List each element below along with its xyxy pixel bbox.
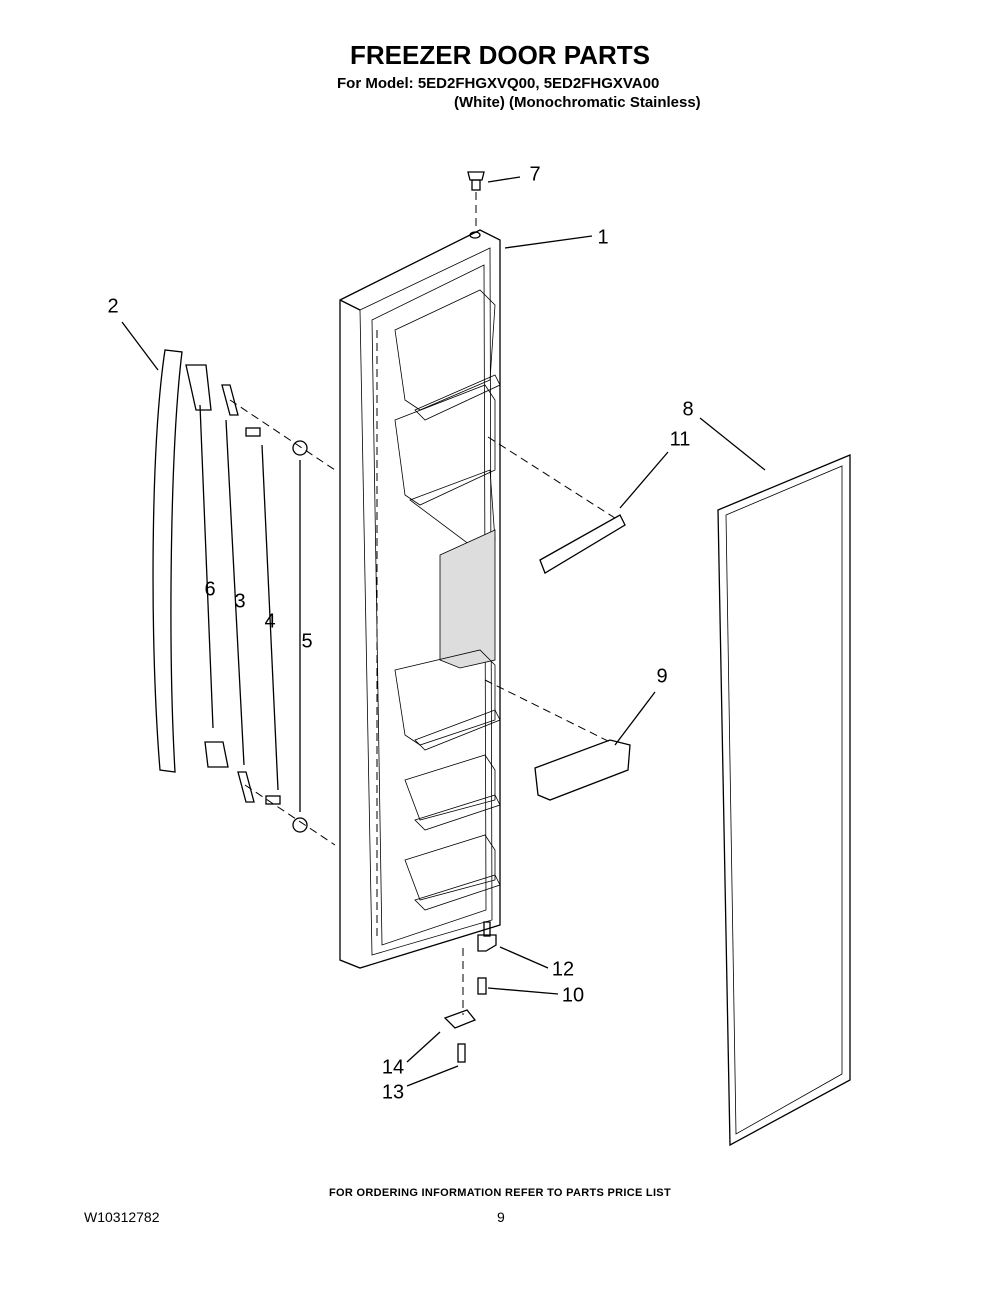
- callout-6: 6: [204, 578, 216, 601]
- door-bin: [484, 679, 631, 801]
- finish-description: (White) (Monochromatic Stainless): [454, 94, 701, 111]
- callout-8: 8: [682, 398, 694, 421]
- leader-arrows: [121, 176, 766, 1087]
- callout-7: 7: [529, 163, 541, 186]
- model-numbers: For Model: 5ED2FHGXVQ00, 5ED2FHGXVA00: [337, 75, 660, 92]
- door-handle: [152, 349, 183, 773]
- document-number: W10312782: [84, 1209, 160, 1225]
- door-plug: [467, 171, 485, 230]
- shelf-trim-strip: [487, 436, 626, 574]
- door-gasket: [717, 454, 851, 1147]
- page-title: FREEZER DOOR PARTS: [350, 40, 650, 70]
- handle-brackets: [221, 384, 255, 803]
- callout-2: 2: [107, 295, 119, 318]
- hinge-parts: [443, 921, 497, 1063]
- freezer-door-panel: [339, 229, 501, 969]
- page-number: 9: [497, 1209, 505, 1225]
- callout-4: 4: [264, 610, 276, 633]
- callout-12: 12: [551, 958, 575, 981]
- callout-5: 5: [301, 630, 313, 653]
- callout-10: 10: [561, 984, 585, 1007]
- callout-1: 1: [597, 226, 609, 249]
- callout-11: 11: [669, 428, 691, 451]
- callout-14: 14: [381, 1056, 405, 1079]
- ordering-note: FOR ORDERING INFORMATION REFER TO PARTS …: [329, 1187, 671, 1199]
- callout-9: 9: [656, 665, 668, 688]
- callout-3: 3: [234, 590, 246, 613]
- handle-spacers: [292, 440, 308, 833]
- handle-end-caps: [185, 364, 229, 768]
- callout-13: 13: [381, 1081, 405, 1104]
